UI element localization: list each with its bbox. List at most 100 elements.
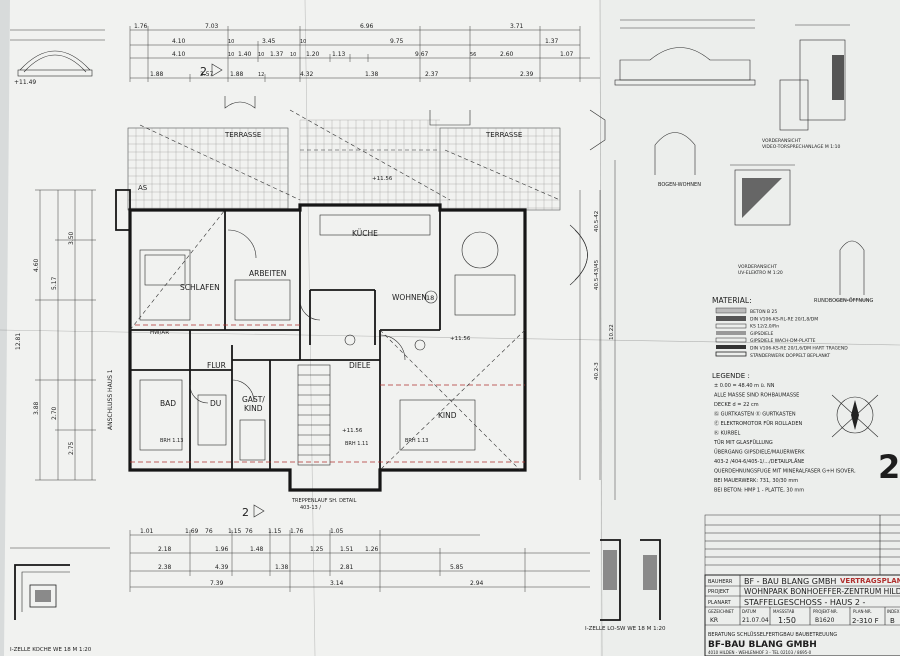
bottom-dimension-chains [129,530,590,592]
dim-bottom_row2-3: 1.25 [310,546,324,553]
room-number-wohnen: 18 [426,294,434,302]
dim-top-3-7: 1.13 [332,51,346,58]
dim-bottom_row1-7: 1.05 [330,528,344,535]
vorderansicht-2-label-line: UV-ELEKTRO M 1:20 [738,270,783,276]
legende-item: BEI BETON: HMP 1 - PLATTE, 30 mm [714,488,804,494]
dim-top-1-2: 6.96 [360,23,374,30]
dim-top-4-6: 2.37 [425,71,439,78]
floor-plan [115,96,606,492]
room-label-terrasse-right: TERRASSE [485,131,522,139]
dim-top-3-6: 1.20 [306,51,320,58]
anschluss-label: ANSCHLUSS HAUS 1 [107,369,114,430]
material-item: STÄNDERWERK DOPPELT BEPLANKT [750,352,830,359]
tb-footer-3: 4010 HILDEN - WEHLENHOF 3 - TEL 02103 / … [708,650,812,655]
dim-top-3-3: 10 [258,52,264,58]
dim-top-2-2: 3.45 [262,38,276,45]
brh-right: BRH 1.13 [405,438,428,444]
big-house-number: 2 [878,448,900,486]
legende-item: TÜR MIT GLASFÜLLUNG [713,439,773,446]
material-item: KS 12/2,0/Rn [750,324,779,330]
level-1: +11.56 [450,336,471,342]
dim-left-2: 5.17 [51,276,58,290]
room-label-as: AS [138,184,148,192]
legende-item: ÜBERGANG GIPSDIELE/MAUERWERK [714,449,805,456]
dim-top-2-3: 10 [300,39,306,45]
legende-items: ± 0.00 = 48.40 m ü. NN ALLE MASSE SIND RO… [713,383,856,494]
tb-stamp: VERTRAGSPLANE [840,577,900,585]
tb-gez: KR [710,617,718,624]
dim-bottom_row1-0: 1.01 [140,528,154,535]
dim-bottom_row1-2: 76 [205,528,213,535]
material-item: DIN V106-KS-RE 20/1,6/DM HART TRAGEND [750,346,848,352]
dim-left-3: 3.88 [33,401,40,415]
legende-item: ± 0.00 = 48.40 m ü. NN [714,383,775,389]
dim-bottom_row2-1: 1.96 [215,546,229,553]
vorderansicht-2-label-line: VORDERANSICHT [738,264,777,270]
dim-top-1-1: 7.03 [205,23,219,30]
dim-top-3-4: 1.37 [270,51,284,58]
dim-top-3-5: 10 [290,52,296,58]
tb-gez-label: GEZEICHNET [708,609,734,614]
tb-massstab-label: MASSSTAB [773,609,795,614]
dim-top-4-4: 4.32 [300,71,314,78]
dim-bottom_row1-5: 1.15 [268,528,282,535]
legende-item: QUERDEHNUNGSFUGE MIT MINERALFASER G+H IS… [714,469,856,475]
room-label-diele: DIELE [349,361,371,370]
arch-detail-top-right [614,19,850,121]
title-block [704,514,900,656]
dim-top-3-10: 2.60 [500,51,514,58]
level-top: +11.49 [14,79,36,86]
dim-bottom_row3-4: 5.85 [450,564,464,571]
dim-left-4: 2.70 [51,406,58,420]
room-label-wohnen: WOHNEN [392,293,427,302]
dim-top-2-4: 9.75 [390,38,404,45]
tb-planart-label: PLANART [708,600,732,606]
dim-bottom_row2-4: 1.51 [340,546,354,553]
material-heading: MATERIAL: [712,296,752,305]
legende-item: ALLE MASSE SIND ROHBAUMASSE [714,393,799,399]
section-marker-bottom: 2 [242,504,265,519]
dim-top-4-2: 1.88 [230,71,244,78]
dim-top-4-3: 12 [258,72,264,78]
dim-top-3-9: 56 [470,52,476,58]
room-label-terrasse-left: TERRASSE [224,131,261,139]
dim-bottom_row2-0: 2.18 [158,546,172,553]
tb-footer-1: BERATUNG SCHLÜSSELFERTIGBAU BAUBETREUUNG [708,631,837,638]
room-label-du: DU [210,399,221,408]
tb-planart: STAFFELGESCHOSS - HAUS 2 - [744,598,865,607]
bogen-wohnen-label: BOGEN-WOHNEN [658,182,701,188]
dim-bottom_row3-3: 2.81 [340,564,354,571]
section-mark-top: 2 [200,65,207,78]
legende-item: Ⓔ ELEKTROMOTOR FÜR ROLLADEN [714,420,802,427]
dim-bottom_row4-0: 7.39 [210,580,224,587]
section-marker-top: 2 [200,63,223,78]
treppen-line-2: 403-13 / [300,505,321,511]
dim-top-2-1: 10 [228,39,234,45]
room-label-hw-ar: HW/AR [150,330,169,336]
dim-top-4-5: 1.38 [365,71,379,78]
bogen-wohnen-detail: BOGEN-WOHNEN [654,132,701,188]
dim-bottom_row1-6: 1.76 [290,528,304,535]
material-item: DIN V106-KS-RL-RE 20/1,8/DM [750,316,818,322]
tb-footer-2: BF-BAU BLANG GMBH [708,640,817,650]
dim-left-1: 3.50 [68,231,75,245]
level-3: +11.56 [372,176,393,182]
legende-item: BEI MAUERWERK: 731, 30/30 mm [714,478,798,484]
tb-massstab: 1:50 [778,616,796,625]
dim-top-4-0: 1.88 [150,71,164,78]
legende-item: DECKE d = 22 cm [714,402,759,408]
room-label-arbeiten: ARBEITEN [249,269,286,278]
dim-bottom_row4-2: 2.94 [470,580,484,587]
legende-item: Ⓖ GURTKASTEN Ⓔ GURTKASTEN [714,411,796,418]
tb-index: B [890,617,895,625]
zelle-koche-detail: I-ZELLE KOCHE WE 18 M 1:20 [10,547,110,653]
material-item: GIPSDIELE WACH-DM-PLATTE [750,338,816,344]
treppen-label: TREPPENLAUF SH. DETAIL 403-13 / [291,498,358,511]
tb-projekt-nr-label: PROJEKT-NR. [813,609,838,614]
vorderansicht-1-label-line: VORDERANSICHT [762,138,801,144]
